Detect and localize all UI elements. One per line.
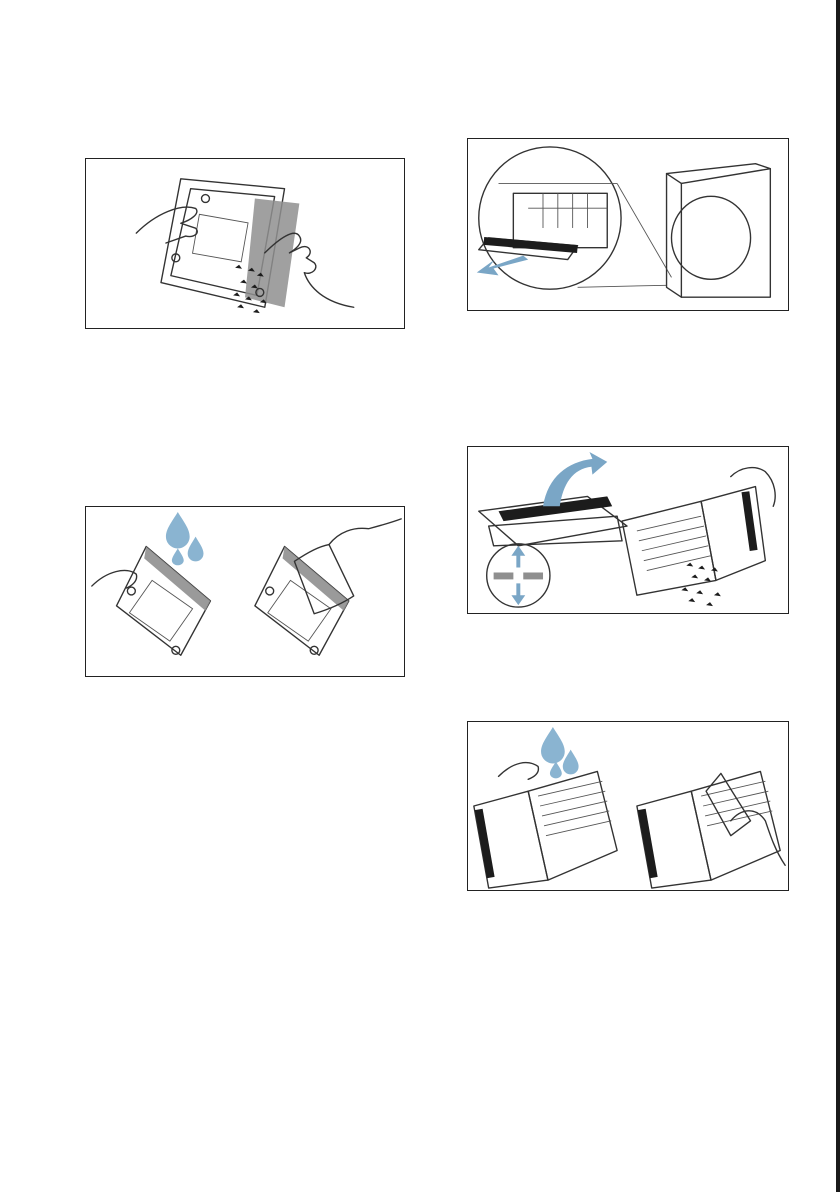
figure-remove-filter [467, 138, 789, 311]
figure-remove-filter-svg [468, 139, 788, 310]
figure-rinse-dry-left [85, 506, 405, 677]
open-filter-icon [474, 771, 617, 888]
water-drop-icon [541, 727, 579, 778]
figure-rinse-dry-left-svg [86, 507, 404, 676]
figure-rinse-dry-right [467, 721, 789, 891]
cloth-icon [706, 773, 750, 835]
pull-arrow-icon [477, 256, 528, 276]
filter-tray-icon [161, 179, 299, 307]
filter-tray-icon [117, 547, 211, 656]
figure-open-filter [467, 446, 789, 614]
figure-wipe-lint [85, 158, 405, 329]
filter-tray-icon [255, 547, 349, 656]
hand-icon [136, 207, 197, 243]
figure-open-filter-svg [468, 447, 788, 613]
open-filter-icon [622, 487, 765, 596]
page-edge-bar [836, 0, 840, 1192]
hand-icon [329, 519, 401, 545]
figure-wipe-lint-svg [86, 159, 404, 328]
water-drop-icon [166, 512, 204, 565]
figure-rinse-dry-right-svg [468, 722, 788, 890]
up-down-arrow-icon [487, 544, 550, 607]
magnifier-circle-icon [479, 147, 621, 289]
lint-particles-icon [681, 563, 721, 606]
dryer-icon [667, 164, 771, 297]
hand-icon [499, 763, 539, 780]
